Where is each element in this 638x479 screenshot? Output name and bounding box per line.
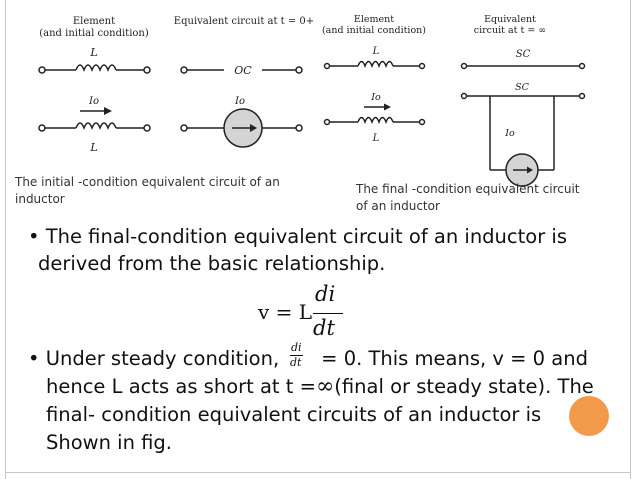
right-of-left-label-io: Io bbox=[234, 96, 245, 107]
io-arrow-right bbox=[364, 103, 391, 111]
short-circuit-top bbox=[460, 62, 586, 70]
caption-right: The final -condition equivalent circuit … bbox=[356, 181, 616, 215]
bullet-2-line2-b: (final or steady state). The bbox=[334, 375, 594, 398]
right-label-l-bottom: L bbox=[372, 133, 380, 144]
caption-left-line2: inductor bbox=[15, 192, 65, 206]
left-col1-header-2: (and initial condition) bbox=[39, 28, 149, 39]
circuit-figure-svg: Element (and initial condition) Equivale… bbox=[38, 14, 586, 187]
right-inductor-bottom bbox=[323, 116, 426, 126]
sc-label-box: SC bbox=[515, 82, 530, 93]
right-inductor-top bbox=[323, 60, 426, 70]
left-label-l-top: L bbox=[89, 46, 97, 59]
left-col2-header: Equivalent circuit at t = 0+ bbox=[174, 16, 314, 27]
short-circuit-box bbox=[460, 92, 586, 171]
left-inductor-bottom bbox=[38, 122, 151, 132]
left-col1-header-1: Element bbox=[73, 16, 115, 27]
formula-bar bbox=[313, 313, 343, 314]
bullet-2-line4: Shown in fig. bbox=[46, 431, 173, 454]
formula-lhs: v = L bbox=[258, 300, 313, 324]
inline-fraction: di dt bbox=[289, 341, 309, 371]
inline-frac-bar bbox=[290, 355, 303, 356]
right-label-l-top: L bbox=[372, 46, 380, 57]
right-col2-header-2: circuit at t = ∞ bbox=[474, 25, 546, 36]
formula-den: dt bbox=[313, 316, 335, 340]
bullet-2-line3: final- condition equivalent circuits of … bbox=[46, 403, 542, 426]
io-arrow-left bbox=[80, 107, 112, 115]
left-label-l-bottom: L bbox=[89, 141, 97, 154]
bullet-2-text-b: = 0. This means, v = 0 and bbox=[321, 347, 588, 370]
bullet-1-line1: • The final-condition equivalent circuit… bbox=[28, 225, 568, 248]
bullet-2-line2: hence L acts as short at t =∞(final or s… bbox=[46, 373, 626, 400]
frame-right-line bbox=[630, 0, 631, 479]
right-label-io-left: Io bbox=[370, 92, 381, 103]
circuit-figure: Element (and initial condition) Equivale… bbox=[14, 6, 611, 216]
frame-bottom-line bbox=[5, 472, 631, 473]
caption-left-line1: The initial -condition equivalent circui… bbox=[15, 175, 280, 189]
open-circuit-symbol bbox=[180, 66, 303, 74]
left-label-io: Io bbox=[88, 96, 99, 107]
caption-right-line2: of an inductor bbox=[356, 199, 440, 213]
right-col1-header-2: (and initial condition) bbox=[322, 25, 426, 36]
formula-num: di bbox=[315, 282, 336, 306]
sc-label-top: SC bbox=[516, 49, 531, 60]
inline-frac-den: dt bbox=[290, 356, 302, 369]
frame-left-line bbox=[5, 0, 6, 479]
current-source-right bbox=[505, 153, 539, 187]
bullet-1: • The final-condition equivalent circuit… bbox=[28, 223, 618, 277]
accent-circle bbox=[569, 396, 609, 436]
bullet-1-line1-text: The final-condition equivalent circuit o… bbox=[45, 225, 568, 248]
right-col2-header-1: Equivalent bbox=[484, 14, 536, 25]
bullet-1-line2: derived from the basic relationship. bbox=[38, 252, 386, 275]
infinity-symbol: ∞ bbox=[315, 374, 335, 399]
caption-right-line1: The final -condition equivalent circuit bbox=[356, 182, 580, 196]
formula: v = L di dt bbox=[258, 282, 358, 342]
bullet-2-text-a: Under steady condition, bbox=[45, 347, 280, 370]
right-col1-header-1: Element bbox=[354, 14, 394, 25]
bullet-2-line1: • Under steady condition,= 0. This means… bbox=[28, 347, 588, 370]
caption-left: The initial -condition equivalent circui… bbox=[15, 174, 315, 208]
current-source-left bbox=[180, 108, 303, 148]
inline-frac-num: di bbox=[291, 341, 302, 354]
oc-label: OC bbox=[234, 64, 252, 77]
bullet-2-line2-a: hence L acts as short at t = bbox=[46, 375, 316, 398]
io-label-box: Io bbox=[504, 128, 515, 139]
left-inductor-top bbox=[38, 64, 151, 74]
